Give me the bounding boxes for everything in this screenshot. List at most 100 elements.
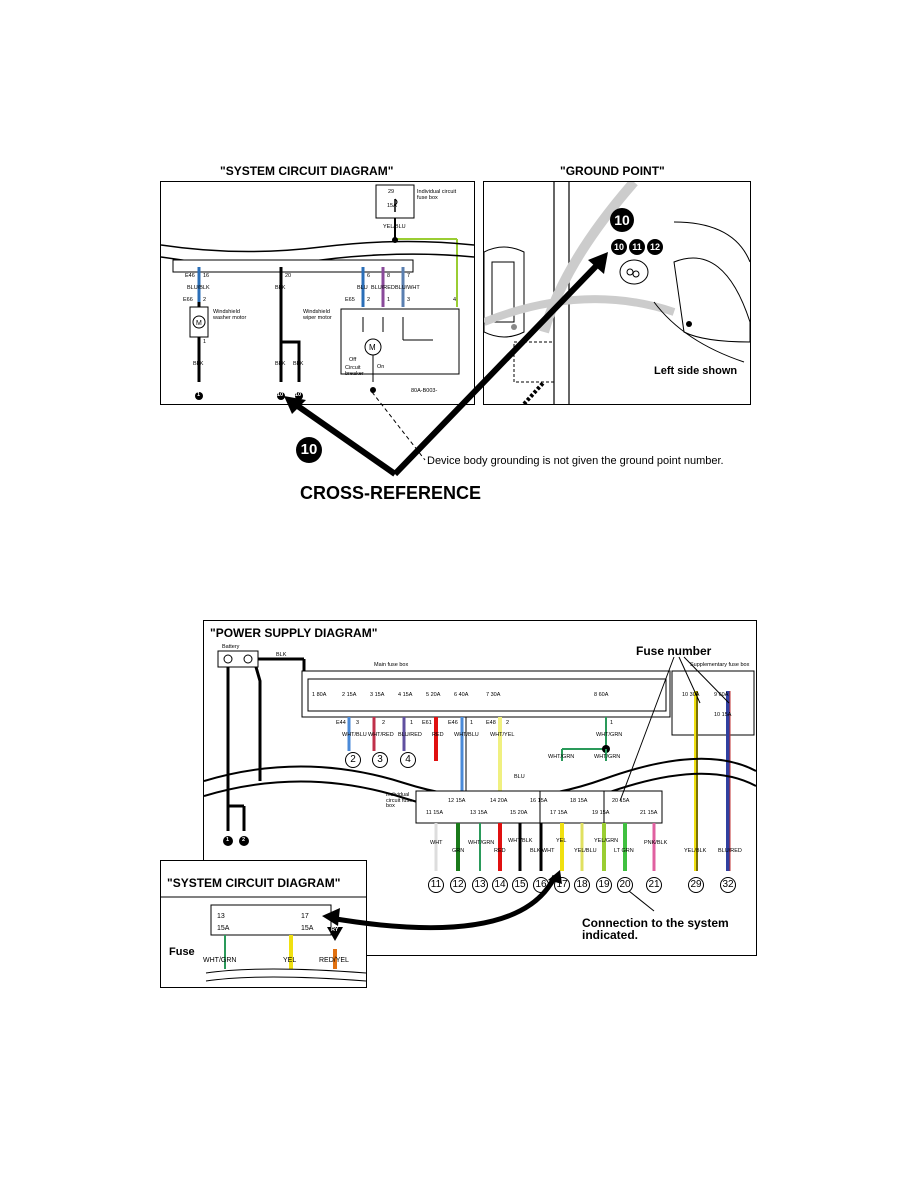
inset-drawing (161, 896, 366, 982)
main-fuse-amp: 40A (458, 692, 469, 698)
indiv-fuse-amp: 20A (497, 798, 508, 804)
wire-wht-grn-a: WHT/GRN (548, 754, 575, 760)
inset-fuse2-amp: 15A (301, 925, 314, 932)
pin-1: 1 (203, 339, 207, 345)
indiv-fuse-14: 14 20A (490, 798, 508, 805)
pin-7: 7 (407, 273, 411, 279)
system-circuit-header: "SYSTEM CIRCUIT DIAGRAM" (220, 164, 394, 178)
pin-1b: 1 (470, 720, 474, 726)
washer-motor-label: Windshield washer motor (213, 309, 247, 321)
wire-wht-grn-b: WHT/GRN (594, 754, 621, 760)
main-fuse-amp: 15A (402, 692, 413, 698)
indiv-fuse-amp: 15A (433, 810, 444, 816)
wiper-motor-label: Windshield wiper motor (303, 309, 332, 321)
supp-fuse-num: 10 (714, 712, 721, 718)
indiv-fuse-num: 15 (510, 810, 517, 816)
iwire-yel-blk: YEL/BLK (684, 848, 707, 854)
indiv-fuse-17: 17 15A (550, 810, 568, 817)
main-fuse-amp: 30A (490, 692, 501, 698)
out-num-21: 21 (646, 877, 662, 893)
ground-num-12: 12 (647, 239, 663, 255)
main-fuse-3: 3 15A (370, 692, 384, 699)
indiv-fuse-11: 11 15A (426, 810, 444, 817)
supp-fuse-num: 10 (682, 692, 689, 698)
indiv-fuse-num: 17 (550, 810, 557, 816)
connection-note: Connection to the system indicated. (582, 916, 729, 942)
iwire-lt-grn: LT GRN (614, 848, 634, 854)
indiv-fuse-12: 12 15A (448, 798, 465, 805)
system-circuit-frame: M M 29 15A Individual circuit fuse box Y… (160, 181, 475, 405)
indiv-fuse-num: 20 (612, 798, 619, 804)
wire-blk-2: BLK (275, 285, 286, 291)
fuse-number: 29 (388, 189, 395, 195)
iwire-wht-grn: WHT/GRN (468, 840, 495, 846)
out-num-20: 20 (617, 877, 633, 893)
wire-blu-wht: BLU/WHT (395, 285, 420, 291)
indiv-fuse-num: 18 (570, 798, 577, 804)
individual-fuse-box-label: Individual circuit fuse box (386, 792, 413, 809)
ground-10b: 10 (295, 392, 302, 398)
wire-wht-blu-2: WHT/BLU (454, 732, 479, 738)
main-fuse-amp: 80A (316, 692, 327, 698)
indiv-fuse-18: 18 15A (570, 798, 588, 805)
pin-6: 6 (367, 273, 371, 279)
main-fuse-num: 8 (594, 692, 598, 698)
power-supply-drawing (204, 650, 756, 912)
main-fuse-4: 4 15A (398, 692, 413, 699)
wire-blu: BLU (357, 285, 368, 291)
out-num-2: 2 (345, 752, 361, 768)
fuse-amp: 15A (387, 203, 397, 209)
out-num-12: 12 (450, 877, 466, 893)
inset-fuse1-num: 13 (217, 913, 225, 920)
supp-fuse-3: 10 15A (714, 712, 731, 719)
indiv-fuse-num: 11 (426, 810, 432, 816)
main-fuse-num: 3 (370, 692, 374, 698)
conn-e46: E46 (448, 720, 458, 726)
main-fuse-5: 5 20A (426, 692, 440, 699)
power-supply-header: "POWER SUPPLY DIAGRAM" (210, 626, 378, 640)
pin-e3: 3 (407, 297, 411, 303)
main-fuse-num: 5 (426, 692, 430, 698)
supp-fuse-1: 10 30A (682, 692, 699, 699)
inset-fuse1-amp: 15A (217, 925, 230, 932)
main-fuse-amp: 60A (598, 692, 609, 698)
indiv-fuse-amp: 15A (557, 810, 568, 816)
indiv-fuse-amp: 15A (577, 798, 588, 804)
out-num-16: 16 (533, 877, 549, 893)
main-fuse-num: 1 (312, 692, 316, 698)
indiv-fuse-amp: 15A (619, 798, 630, 804)
wire-red: RED (432, 732, 444, 738)
pin-e1: 1 (387, 297, 391, 303)
main-fuse-6: 6 40A (454, 692, 469, 699)
ground-point-frame: 10 10 11 12 Left side shown (483, 181, 751, 405)
inset-fuse2-num: 17 (301, 913, 309, 920)
supp-fuse-num: 9 (714, 692, 718, 698)
inset-header: "SYSTEM CIRCUIT DIAGRAM" (167, 876, 341, 890)
inset-badge: RY (331, 927, 339, 933)
main-fuse-num: 7 (486, 692, 490, 698)
wire-blk-1: BLK (193, 361, 204, 367)
pin-e2: 2 (367, 297, 371, 303)
main-fuse-num: 6 (454, 692, 458, 698)
inset-wire-wht-grn: WHT/GRN (203, 957, 237, 964)
svg-text:M: M (196, 320, 202, 327)
main-fuse-8: 8 60A (594, 692, 609, 699)
supp-fuse-box-label: Supplementary fuse box (690, 662, 750, 668)
iwire-wht: WHT (430, 840, 443, 846)
pin-20: 20 (285, 273, 292, 279)
supp-fuse-amp: 60A (718, 692, 729, 698)
ground-point-header: "GROUND POINT" (560, 164, 665, 178)
pin-16: 16 (203, 273, 210, 279)
iwire-yel-grn: YEL/GRN (594, 838, 619, 844)
indiv-fuse-21: 21 15A (640, 810, 657, 817)
supp-fuse-2: 9 60A (714, 692, 729, 699)
ground-1: 1 (226, 837, 230, 843)
main-fuse-2: 2 15A (342, 692, 356, 699)
indiv-fuse-num: 16 (530, 798, 537, 804)
indiv-fuse-amp: 20A (517, 810, 528, 816)
indiv-fuse-16: 16 15A (530, 798, 547, 805)
pin-4: 4 (453, 297, 457, 303)
out-num-29: 29 (688, 877, 704, 893)
iwire-yel-blu: YEL/BLU (574, 848, 597, 854)
left-side-caption: Left side shown (654, 365, 738, 377)
